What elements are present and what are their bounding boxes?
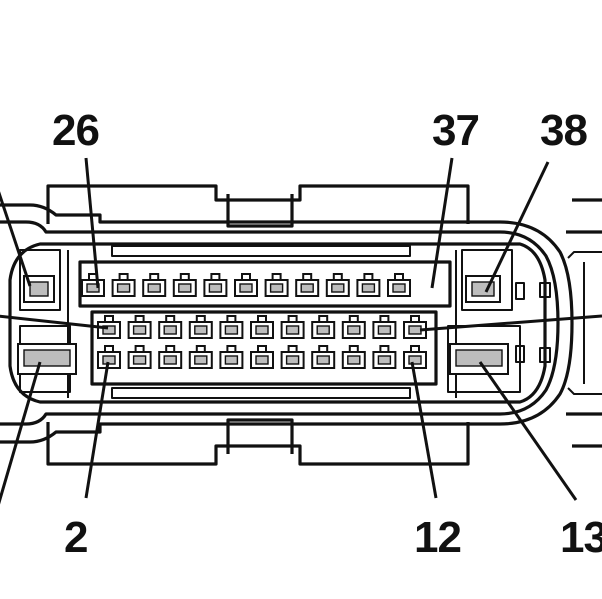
leader-right-mid xyxy=(419,314,602,332)
pin-label-38: 38 xyxy=(540,106,587,155)
pin-terminal-bottom-6 xyxy=(250,345,274,369)
pin-terminal-bottom-7 xyxy=(280,345,305,369)
pin-terminal-middle-3 xyxy=(158,315,183,339)
pin-terminal-top-5 xyxy=(203,273,228,297)
leader-left-top xyxy=(0,191,32,287)
pin-terminal-top-6 xyxy=(234,273,258,297)
pin-terminal-bottom-8 xyxy=(311,345,336,369)
pin-terminal-top-4 xyxy=(172,273,197,297)
pin-terminal-top-11 xyxy=(387,273,411,297)
leader-lines xyxy=(0,157,602,505)
pin-terminal-middle-2 xyxy=(127,315,152,339)
pin-terminal-middle-5 xyxy=(219,315,244,339)
pin-terminal-bottom-4 xyxy=(188,345,213,369)
pin-grid xyxy=(81,273,427,369)
leader-2 xyxy=(84,361,110,499)
pin-terminal-top-7 xyxy=(264,273,289,297)
large-terminals xyxy=(17,275,509,375)
pin-terminal-bottom-11 xyxy=(403,345,427,369)
pin-terminal-top-9 xyxy=(325,273,350,297)
pin-terminal-bottom-2 xyxy=(127,345,152,369)
pin-label-12: 12 xyxy=(414,513,461,562)
leader-left-bottom xyxy=(0,361,42,505)
pin-terminal-bottom-5 xyxy=(219,345,244,369)
leader-38 xyxy=(484,161,550,293)
pin-terminal-top-1 xyxy=(81,273,105,297)
pin-terminal-top-10 xyxy=(356,273,381,297)
pin-terminal-top-8 xyxy=(295,273,320,297)
pin-terminal-middle-8 xyxy=(311,315,336,339)
pin-labels: 26 37 38 2 12 13 xyxy=(52,106,602,562)
leader-37 xyxy=(430,157,454,289)
leader-left-mid xyxy=(0,314,109,330)
pin-terminal-top-3 xyxy=(142,273,167,297)
pin-terminal-middle-7 xyxy=(280,315,305,339)
pin-terminal-middle-9 xyxy=(341,315,366,339)
leader-13 xyxy=(478,361,578,501)
leader-12 xyxy=(410,361,438,499)
pin-terminal-middle-10 xyxy=(372,315,397,339)
pin-label-13: 13 xyxy=(560,513,602,562)
pin-terminal-bottom-3 xyxy=(158,345,183,369)
pin-terminal-bottom-9 xyxy=(341,345,366,369)
pin-label-2: 2 xyxy=(64,513,87,562)
pin-label-26: 26 xyxy=(52,106,99,155)
pin-terminal-bottom-10 xyxy=(372,345,397,369)
pin-terminal-middle-4 xyxy=(188,315,213,339)
pin-terminal-middle-11 xyxy=(403,315,427,339)
pin-label-37: 37 xyxy=(432,106,479,155)
pin-terminal-middle-6 xyxy=(250,315,274,339)
leader-26 xyxy=(84,157,100,289)
pin-terminal-middle-1 xyxy=(97,315,121,339)
pin-terminal-top-2 xyxy=(111,273,136,297)
connector-housing xyxy=(0,184,602,466)
